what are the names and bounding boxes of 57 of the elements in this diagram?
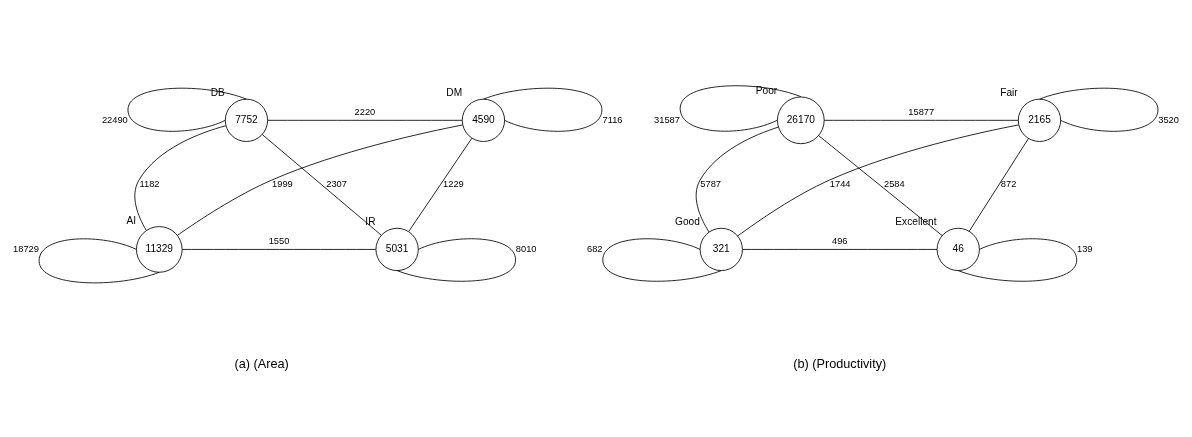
edge-label: 2584 [884,179,905,190]
node-label: Excellent [895,216,937,228]
edge-label: 872 [1000,179,1017,190]
label: (a) (Area) [234,357,289,372]
edge-label: 7116 [602,114,623,125]
node-label: Poor [755,85,778,97]
connector [483,87,603,132]
node-label: Good [675,216,700,228]
connector [737,124,1019,237]
node-label: AI [126,214,137,226]
edge-label: 3520 [1158,114,1179,125]
connector [695,126,779,233]
connector [134,125,227,231]
node-circle: 46 [936,227,980,271]
connector [1039,87,1159,132]
connector [818,135,943,237]
connector [267,119,463,121]
edge-label: 1182 [139,179,160,190]
edge-label: 5787 [700,179,722,190]
edge-label: 1550 [268,236,290,247]
edge-label: 139 [1077,243,1093,254]
edge-label: 15877 [908,107,935,118]
connector [679,85,802,132]
node-circle: 321 [699,227,743,271]
connector [823,119,1019,121]
edge-label: 2307 [326,179,347,190]
connector [968,138,1029,232]
edge-label: 1999 [272,179,293,190]
node-label: DM [446,87,463,99]
edge-label: 2220 [354,107,376,118]
connector [396,238,517,282]
node-circle: 7752 [224,98,269,142]
connector [408,137,473,232]
node-circle: 4590 [461,98,505,142]
connector [127,87,247,132]
connector [38,238,160,284]
node-label: Fair [1000,87,1018,99]
node-label: IR [365,216,376,228]
connector [261,134,382,236]
node-circle: 5031 [375,227,419,271]
edge-label: 22490 [101,114,128,125]
edge-label: 31587 [654,114,680,125]
edge-label: 1229 [443,179,464,190]
node-circle: 11329 [136,226,183,273]
node-circle: 26170 [777,96,825,145]
node-circle: 2165 [1017,98,1062,142]
connector [957,238,1078,282]
connector [602,238,722,282]
edge-label: 682 [586,243,603,254]
edge-label: 496 [831,236,848,247]
connector [177,124,464,236]
edge-label: 8010 [515,243,537,254]
label: (b) (Productivity) [793,357,887,372]
edge-label: 18729 [13,243,39,254]
edge-label: 1744 [829,179,851,190]
connector [181,249,377,250]
connector [742,249,938,250]
